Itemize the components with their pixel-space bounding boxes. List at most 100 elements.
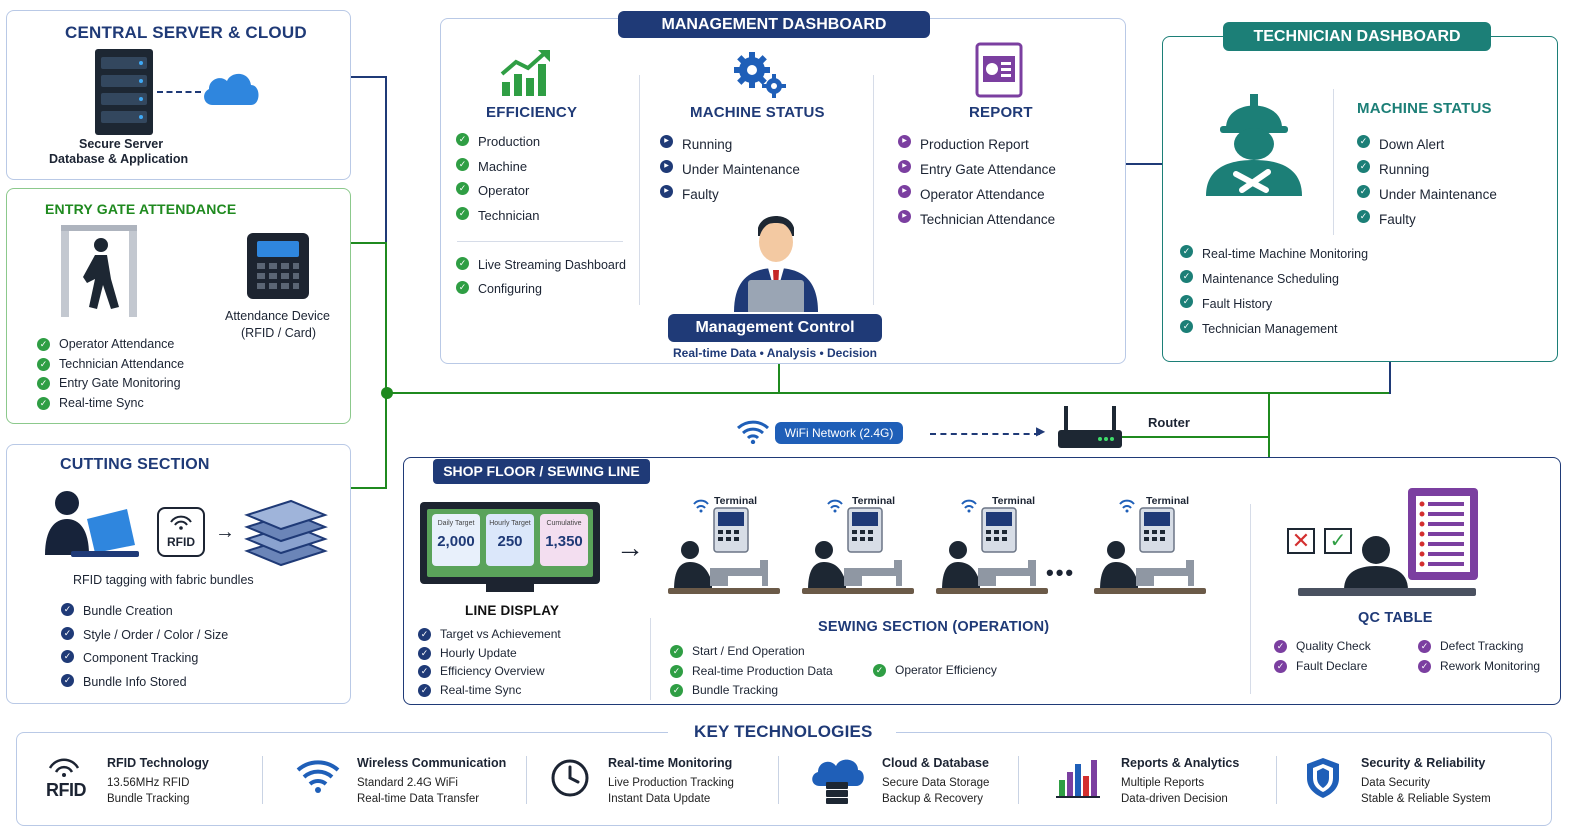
line-display-list: Target vs Achievement Hourly Update Effi…: [418, 625, 561, 699]
kt-title: Wireless Communication: [357, 756, 507, 770]
wifi-router-link: [930, 433, 1040, 435]
list-item: Quality Check: [1274, 637, 1371, 657]
key-technologies-panel: [16, 732, 1552, 826]
qc-divider: [1250, 504, 1251, 694]
entry-gate-title: ENTRY GATE ATTENDANCE: [45, 201, 237, 217]
bar-chart-icon: [1056, 760, 1100, 798]
list-item: Rework Monitoring: [1418, 657, 1540, 677]
qc-list-left: Quality Check Fault Declare: [1274, 637, 1371, 676]
technician-feature-list: Real-time Machine Monitoring Maintenance…: [1180, 242, 1368, 342]
sewing-station-icon: [1094, 499, 1206, 594]
list-item: Real-time Production Data: [670, 662, 833, 682]
list-item: Running: [660, 132, 800, 157]
efficiency-extra-list: Live Streaming Dashboard Configuring: [456, 254, 626, 301]
efficiency-list: Production Machine Operator Technician: [456, 130, 540, 228]
server-line-1: Secure Server: [79, 137, 164, 151]
list-item: Bundle Info Stored: [61, 671, 228, 695]
cutting-panel: CUTTING SECTION RFID → RFID tagging with…: [6, 444, 351, 704]
kt-sub: Live Production Tracking: [608, 777, 734, 789]
wifi-icon: [736, 420, 770, 444]
central-server-title: CENTRAL SERVER & CLOUD: [65, 23, 307, 42]
more-stations-ellipsis: •••: [1046, 560, 1076, 585]
main-bus-vertical: [385, 242, 387, 488]
kpi-label: Cumulative: [546, 520, 582, 527]
line-display-title: LINE DISPLAY: [465, 603, 560, 618]
wifi-network-badge: WiFi Network (2.4G): [775, 422, 903, 444]
kpi-cumulative: Cumulative 1,350: [540, 514, 588, 566]
qc-title: QC TABLE: [1358, 610, 1433, 626]
list-item: Component Tracking: [61, 647, 228, 671]
management-connector: [778, 364, 780, 394]
sewing-list-right: Operator Efficiency: [873, 661, 997, 681]
kt-title: Reports & Analytics: [1121, 756, 1240, 770]
list-item: Real-time Sync: [418, 681, 561, 700]
management-technician-link: [1125, 163, 1163, 165]
entry-connector: [351, 242, 387, 244]
technician-status-title: MACHINE STATUS: [1357, 100, 1492, 117]
list-item: Under Maintenance: [1357, 182, 1497, 207]
line-display-divider: [650, 618, 651, 700]
terminal-label: Terminal: [714, 495, 757, 507]
list-item: Configuring: [456, 278, 626, 302]
list-item: Faulty: [1357, 207, 1497, 232]
kpi-label: Daily Target: [437, 520, 475, 527]
cutting-caption: RFID tagging with fabric bundles: [73, 573, 254, 587]
device-line-2: (RFID / Card): [241, 326, 316, 340]
server-icon: [95, 49, 153, 135]
entry-gate-panel: ENTRY GATE ATTENDANCE Attendance Device …: [6, 188, 351, 424]
clock-icon: [551, 759, 589, 797]
server-line-2: Database & Application: [49, 152, 189, 166]
kt-separator: [1018, 756, 1019, 804]
list-item: Faulty: [660, 182, 800, 207]
list-item: Under Maintenance: [660, 157, 800, 182]
technician-connector: [1389, 362, 1391, 394]
kt-separator: [778, 756, 779, 804]
list-item: Start / End Operation: [670, 642, 833, 662]
kt-title: Real-time Monitoring: [608, 756, 733, 770]
arrow-right-icon: →: [215, 521, 235, 543]
list-item: Hourly Update: [418, 644, 561, 663]
sewing-station: [668, 490, 780, 600]
list-item: Entry Gate Attendance: [898, 157, 1056, 182]
machine-status-title: MACHINE STATUS: [690, 104, 825, 121]
kt-sub: Standard 2.4G WiFi: [357, 777, 458, 789]
growth-chart-icon: [500, 50, 550, 96]
management-control-label: Management Control: [668, 314, 882, 342]
list-item: Live Streaming Dashboard: [456, 254, 626, 278]
flow-arrow-icon: →: [616, 532, 644, 563]
kpi-value: 2,000: [437, 533, 475, 550]
sewing-station-icon: [668, 499, 780, 594]
list-item: Technician Management: [1180, 317, 1368, 342]
kpi-value: 1,350: [545, 533, 583, 550]
list-item: Operator Efficiency: [873, 661, 997, 681]
list-item: Down Alert: [1357, 132, 1497, 157]
qc-inspector-icon: [1298, 488, 1478, 596]
machine-status-list: Running Under Maintenance Faulty: [660, 132, 800, 207]
bus-junction: [381, 387, 393, 399]
server-connector: [326, 76, 386, 78]
list-item: Real-time Machine Monitoring: [1180, 242, 1368, 267]
cutting-list: Bundle Creation Style / Order / Color / …: [61, 600, 228, 694]
sewing-station-icon: [802, 499, 914, 594]
rfid-waves-icon: [170, 515, 192, 530]
router-icon: [1058, 406, 1122, 448]
manager-icon: [734, 216, 818, 312]
sewing-station: [802, 490, 914, 600]
list-item: Operator Attendance: [37, 335, 184, 355]
gate-walker-icon: [61, 225, 137, 317]
efficiency-title: EFFICIENCY: [486, 104, 578, 121]
arrowhead-icon: ▶: [1036, 424, 1046, 438]
kt-sub: Secure Data Storage: [882, 777, 990, 789]
rfid-icon: [48, 758, 80, 777]
main-bus-horizontal: [387, 392, 1391, 394]
list-item: Fault History: [1180, 292, 1368, 317]
kt-sub: Stable & Reliable System: [1361, 793, 1491, 805]
attendance-device-icon: [247, 233, 309, 299]
sewing-list-left: Start / End Operation Real-time Producti…: [670, 642, 833, 701]
rfid-tag-text: RFID: [167, 535, 195, 549]
technician-divider: [1333, 89, 1334, 235]
management-title: MANAGEMENT DASHBOARD: [618, 11, 930, 38]
list-item: Bundle Creation: [61, 600, 228, 624]
terminal-label: Terminal: [992, 495, 1035, 507]
kpi-daily-target: Daily Target 2,000: [432, 514, 480, 566]
